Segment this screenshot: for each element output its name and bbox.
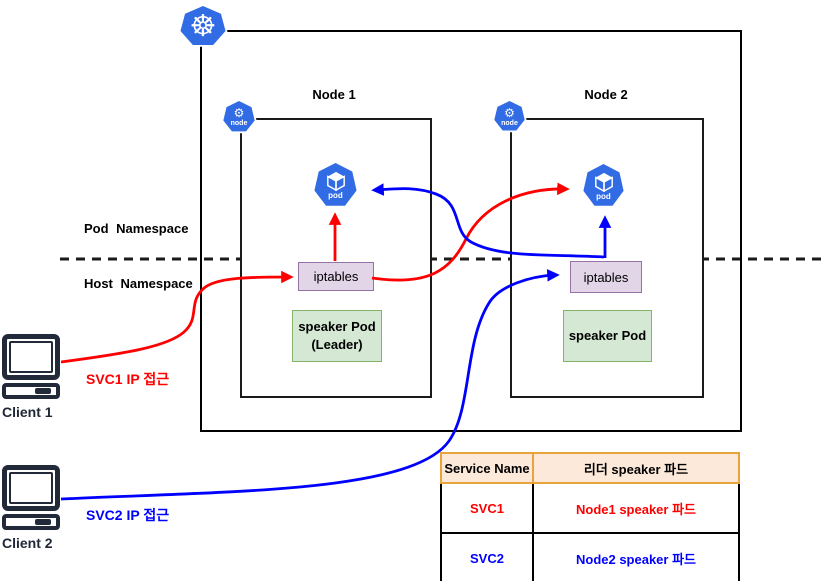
header-leader-speaker: 리더 speaker 파드	[532, 452, 740, 484]
svc1-access-label: SVC1 IP 접근	[86, 371, 170, 387]
speaker-label-line1: speaker Pod	[298, 319, 376, 335]
computer-monitor-icon	[2, 465, 60, 511]
host-namespace-label: Host Namespace	[84, 276, 193, 291]
client1: Client 1	[2, 334, 60, 420]
header-service-name: Service Name	[440, 452, 534, 484]
node1-title: Node 1	[312, 87, 356, 102]
client1-label: Client 1	[2, 404, 53, 420]
cube-glyph	[594, 172, 613, 192]
computer-base-icon	[2, 383, 60, 399]
pod-namespace-label: Pod Namespace	[84, 221, 189, 236]
pod-icon-label: pod	[596, 191, 611, 201]
speaker-label-line2: (Leader)	[311, 337, 363, 352]
table-row: SVC2 Node2 speaker 파드	[440, 532, 740, 581]
node-gear-glyph: ⚙	[233, 106, 245, 120]
pod-icon-label: pod	[328, 191, 343, 200]
helm-wheel-glyph: ☸	[189, 9, 217, 43]
svc2-access-label: SVC2 IP 접근	[86, 507, 170, 523]
client2-label: Client 2	[2, 535, 53, 551]
cell-leader: Node1 speaker 파드	[532, 482, 740, 534]
cell-service: SVC2	[440, 532, 534, 581]
computer-base-icon	[2, 514, 60, 530]
cell-leader: Node2 speaker 파드	[532, 532, 740, 581]
computer-monitor-icon	[2, 334, 60, 380]
service-leader-table: Service Name 리더 speaker 파드 SVC1 Node1 sp…	[440, 452, 740, 581]
table-row: SVC1 Node1 speaker 파드	[440, 482, 740, 534]
node2-iptables-box: iptables	[570, 261, 642, 293]
node1-iptables-box: iptables	[298, 262, 374, 291]
node2-speaker-pod-box: speaker Pod	[563, 310, 652, 362]
cell-service: SVC1	[440, 482, 534, 534]
node1-speaker-pod-box: speaker Pod (Leader)	[292, 310, 382, 362]
cube-glyph	[326, 171, 345, 191]
client2: Client 2	[2, 465, 60, 551]
node-icon-label: node	[230, 120, 248, 127]
node-icon-label: node	[501, 119, 518, 127]
speaker-label-line1: speaker Pod	[568, 328, 647, 344]
table-header-row: Service Name 리더 speaker 파드	[440, 452, 740, 484]
kubernetes-icon: ☸	[178, 4, 228, 47]
node2-title: Node 2	[584, 87, 628, 102]
node-gear-glyph: ⚙	[504, 105, 515, 120]
